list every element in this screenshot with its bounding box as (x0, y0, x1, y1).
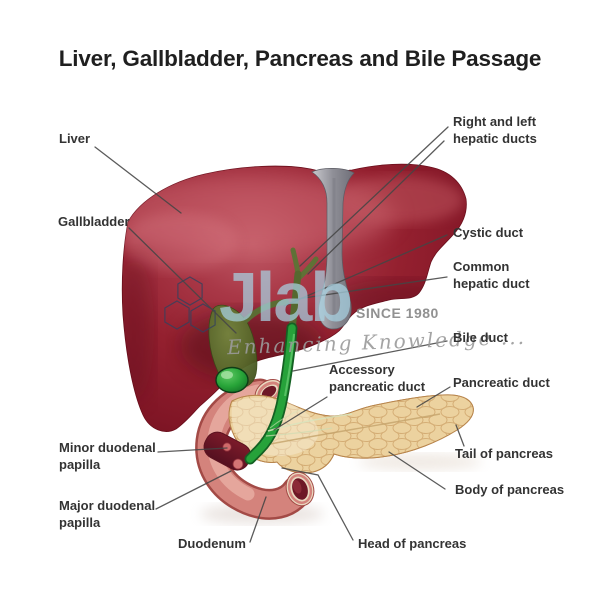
label-cystic-duct: Cystic duct (453, 225, 524, 240)
leader-duodenum (249, 496, 267, 543)
hexagon-icon (177, 276, 203, 306)
pancreatic-duct-line (254, 413, 441, 448)
leader-minor-papilla (157, 447, 228, 453)
leader-head (281, 467, 354, 541)
watermark-hexagons (164, 276, 216, 333)
label-head-of-pancreas: Head of pancreas (358, 536, 467, 551)
leader-pancreatic-duct (416, 386, 451, 408)
label-minor-duodenal-papilla: Minor duodenal papilla (59, 440, 156, 472)
label-right-left-hepatic-ducts: Right and left hepatic ducts (453, 114, 537, 146)
common-bile-duct-shape (246, 324, 296, 463)
leader-bile-duct (292, 340, 448, 372)
watermark-since-text: SINCE 1980 (356, 305, 439, 321)
papillae (222, 442, 244, 470)
duodenum-bottom-opening (285, 471, 315, 507)
leader-gallbladder (128, 227, 237, 334)
label-major-duodenal-papilla: Major duodenal papilla (59, 498, 156, 530)
leader-hepatic-duct-2 (307, 140, 445, 275)
label-bile-duct: Bile duct (453, 330, 508, 345)
label-accessory-pancreatic-duct: Accessory pancreatic duct (329, 362, 426, 394)
hexagon-icon (190, 303, 216, 333)
leader-tail (455, 424, 465, 447)
label-gallbladder: Gallbladder (58, 214, 130, 229)
leader-accessory-duct (273, 396, 328, 431)
leader-body (388, 451, 446, 490)
gallbladder-body (208, 304, 258, 389)
leader-common-hepatic-duct (296, 276, 448, 300)
major-papilla (232, 458, 244, 470)
label-common-hepatic-duct: Common hepatic duct (453, 259, 530, 291)
label-duodenum: Duodenum (178, 536, 246, 551)
watermark-logo-text: Jlab (219, 258, 353, 336)
label-liver: Liver (59, 131, 91, 146)
leader-liver (94, 146, 182, 214)
label-body-of-pancreas: Body of pancreas (455, 482, 565, 497)
leader-cystic-duct (283, 234, 448, 307)
leader-major-papilla (155, 470, 232, 510)
label-tail-of-pancreas: Tail of pancreas (455, 446, 554, 461)
cystic-duct-shape (243, 299, 289, 323)
hexagon-icon (164, 300, 190, 330)
label-pancreatic-duct: Pancreatic duct (453, 375, 550, 390)
gallbladder-fundus (215, 366, 249, 394)
leader-hepatic-duct-1 (299, 126, 449, 267)
page-title: Liver, Gallbladder, Pancreas and Bile Pa… (58, 46, 542, 71)
minor-papilla (222, 442, 232, 452)
leader-lines (94, 126, 465, 543)
